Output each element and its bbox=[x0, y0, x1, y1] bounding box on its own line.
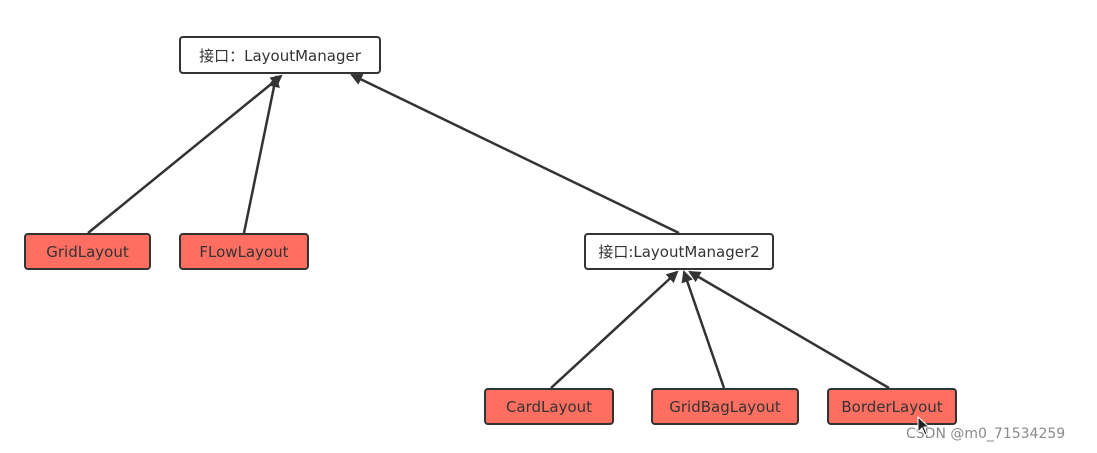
node-flow-layout: FLowLayout bbox=[179, 233, 309, 270]
node-layout-manager2: 接口:LayoutManager2 bbox=[584, 233, 774, 270]
node-grid-layout: GridLayout bbox=[24, 233, 151, 270]
node-border-layout-label: BorderLayout bbox=[841, 397, 943, 416]
node-grid-layout-label: GridLayout bbox=[46, 242, 129, 261]
mouse-cursor-icon bbox=[917, 416, 931, 436]
watermark: CSDN @m0_71534259 bbox=[906, 426, 1066, 442]
node-layout-manager2-label: 接口:LayoutManager2 bbox=[598, 243, 760, 261]
edge-cardlayout-to-layoutmanager2 bbox=[550, 270, 679, 389]
edge-gridlayout-to-layoutmanager bbox=[87, 74, 283, 234]
node-gridbag-layout: GridBagLayout bbox=[651, 388, 799, 425]
edge-gridbaglayout-to-layoutmanager2 bbox=[681, 270, 726, 389]
node-card-layout-label: CardLayout bbox=[505, 397, 593, 416]
edge-flowlayout-to-layoutmanager bbox=[242, 75, 280, 234]
edge-borderlayout-to-layoutmanager2 bbox=[688, 270, 890, 390]
node-border-layout: BorderLayout bbox=[827, 388, 957, 425]
edges-layer bbox=[87, 73, 890, 390]
node-layout-manager: 接口：LayoutManager bbox=[179, 36, 381, 74]
node-card-layout: CardLayout bbox=[484, 388, 614, 425]
node-layout-manager-label: 接口：LayoutManager bbox=[199, 46, 361, 65]
node-gridbag-layout-label: GridBagLayout bbox=[669, 397, 781, 416]
edge-layoutmanager2-to-layoutmanager bbox=[350, 73, 680, 235]
node-flow-layout-label: FLowLayout bbox=[199, 242, 289, 261]
